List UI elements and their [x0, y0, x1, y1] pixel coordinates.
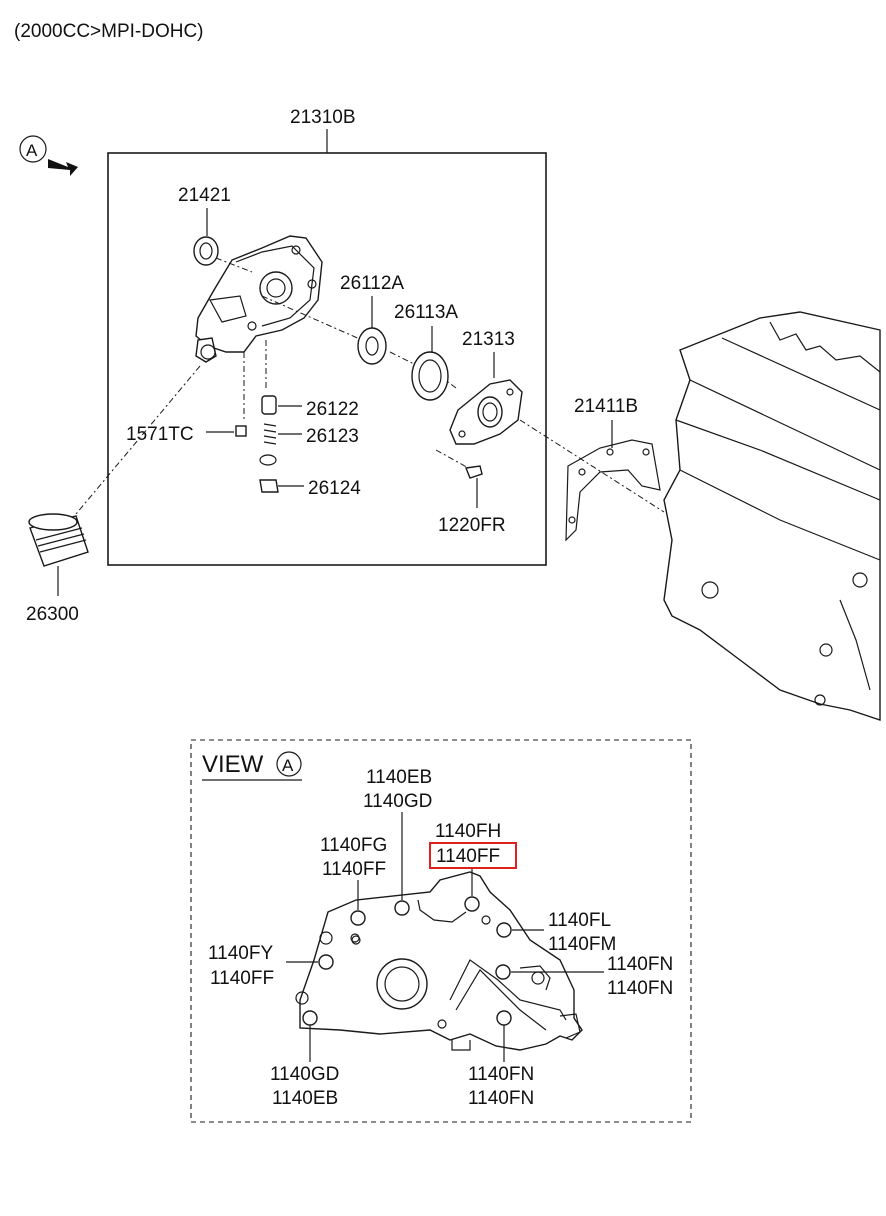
relief-valve-group: 26122 26123 1571TC 26124	[126, 340, 361, 499]
part-label-26124: 26124	[308, 478, 361, 499]
bolt-fn1	[495, 964, 511, 980]
pump-front-view	[299, 871, 583, 1051]
bolt-label-top-a: 1140EB	[366, 767, 432, 788]
bolt-fn2	[496, 1010, 512, 1026]
bolt-top	[394, 900, 410, 916]
view-direction-arrow-icon	[48, 159, 78, 176]
view-a-marker: A	[19, 135, 78, 176]
bolt-label-fg-a: 1140FG	[320, 835, 387, 856]
diagram-header: (2000CC>MPI-DOHC)	[14, 21, 204, 42]
bolt-label-fn1-a: 1140FN	[607, 954, 673, 975]
highlight-box	[429, 842, 517, 869]
pump-cover-21313: 21313	[449, 329, 523, 445]
view-a-panel: VIEW A	[190, 739, 692, 1123]
bolt-fl	[496, 922, 512, 938]
bolt-label-fl-b: 1140FM	[548, 934, 616, 955]
plug-1571TC	[235, 425, 247, 437]
inner-gear-26112A: 26112A	[340, 273, 404, 365]
part-label-21310B: 21310B	[290, 107, 356, 128]
oil-pump-body	[195, 235, 323, 363]
bolt-label-gd-a: 1140GD	[270, 1064, 339, 1085]
bolt-gd	[302, 1010, 318, 1026]
bolt-fh	[464, 896, 480, 912]
view-a-letter: A	[282, 756, 294, 775]
bolt-label-fh-b: 1140FF	[436, 846, 500, 867]
bolt-fg	[350, 910, 366, 926]
spring-26123	[263, 423, 277, 445]
bolt-label-fy-a: 1140FY	[208, 943, 273, 964]
screw-1220FR: 1220FR	[435, 449, 506, 536]
bolt-label-top-b: 1140GD	[363, 791, 432, 812]
washer	[259, 454, 277, 466]
part-label-26123: 26123	[306, 426, 359, 447]
part-label-21411B: 21411B	[574, 396, 638, 417]
gasket-21411B: 21411B	[519, 396, 665, 542]
part-label-21421: 21421	[178, 185, 231, 206]
oil-pump-assembly-box: 21310B	[107, 107, 547, 566]
gear-axis-line	[261, 295, 363, 341]
view-a-marker-circle	[19, 135, 47, 163]
bolt-label-fn1-b: 1140FN	[607, 978, 673, 999]
bolt-fy	[318, 954, 334, 970]
view-a-marker-letter: A	[26, 141, 38, 160]
assembly-frame	[107, 152, 547, 566]
outer-gear-26113A: 26113A	[394, 302, 458, 401]
bolt-label-fn2-b: 1140FN	[468, 1088, 534, 1109]
part-label-21313: 21313	[462, 329, 515, 350]
bolt-label-fh-a: 1140FH	[435, 821, 501, 842]
bolt-label-fg-b: 1140FF	[322, 859, 386, 880]
bolt-label-fl-a: 1140FL	[548, 910, 611, 931]
bolt-label-gd-b: 1140EB	[272, 1088, 338, 1109]
part-label-26113A: 26113A	[394, 302, 458, 323]
bolt-label-fy-b: 1140FF	[210, 968, 274, 989]
bolt-label-fn2-a: 1140FN	[468, 1064, 534, 1085]
part-label-26300: 26300	[26, 604, 79, 625]
plunger-26122	[261, 395, 277, 415]
part-label-1571TC: 1571TC	[126, 424, 194, 445]
oil-filter-26300: 26300	[26, 365, 201, 625]
part-label-26122: 26122	[306, 399, 359, 420]
view-a-title: VIEW	[202, 751, 264, 778]
part-label-1220FR: 1220FR	[438, 515, 506, 536]
engine-block	[663, 311, 881, 721]
part-label-26112A: 26112A	[340, 273, 404, 294]
oil-seal-21421: 21421	[178, 185, 253, 273]
pump-nozzle	[195, 337, 217, 363]
nut-26124	[259, 479, 279, 493]
